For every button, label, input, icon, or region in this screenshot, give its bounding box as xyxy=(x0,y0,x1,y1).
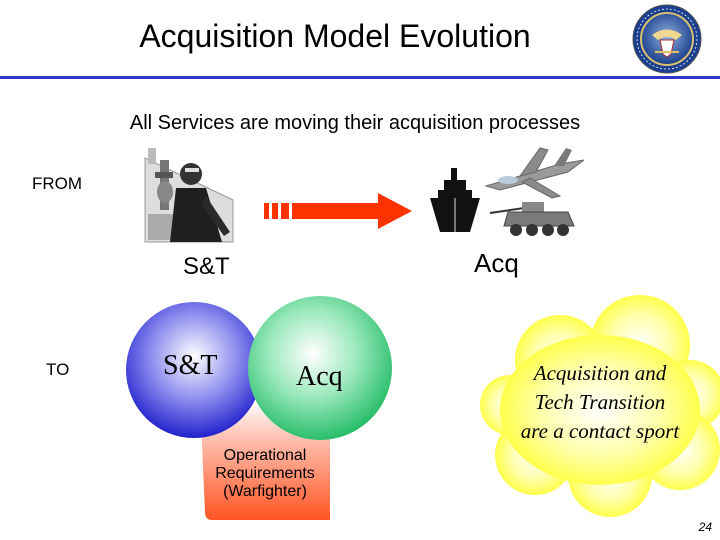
scientist-lab-clipart-icon xyxy=(144,148,234,243)
operational-requirements-text: Operational Requirements (Warfighter) xyxy=(190,447,340,501)
title-rule xyxy=(0,76,720,79)
page-number: 24 xyxy=(698,520,712,534)
fighter-jet-icon xyxy=(484,147,585,199)
acq-label-top: Acq xyxy=(474,248,519,278)
slide-subtitle: All Services are moving their acquisitio… xyxy=(129,112,581,134)
slide-title: Acquisition Model Evolution xyxy=(139,18,531,54)
acq-circle-label: Acq xyxy=(296,361,343,392)
operational-line: (Warfighter) xyxy=(223,483,307,500)
armored-vehicle-icon xyxy=(489,202,575,236)
acq-circle xyxy=(248,296,392,440)
st-circle xyxy=(126,302,262,438)
operational-line: Operational xyxy=(223,447,307,464)
contact-sport-cloud xyxy=(480,295,720,517)
from-label: FROM xyxy=(32,174,83,193)
st-circle-label: S&T xyxy=(163,350,218,381)
contact-sport-text: Acquisition and Tech Transition are a co… xyxy=(495,359,705,446)
cloud-line: Acquisition and xyxy=(533,361,667,385)
ship-icon xyxy=(430,168,480,232)
right-arrow-icon xyxy=(264,193,412,229)
st-label-top: S&T xyxy=(183,253,230,280)
department-of-defense-seal-icon xyxy=(632,4,702,74)
cloud-line: Tech Transition xyxy=(534,390,666,414)
operational-line: Requirements xyxy=(215,465,315,482)
to-label: TO xyxy=(46,360,70,379)
cloud-line: are a contact sport xyxy=(520,419,680,443)
